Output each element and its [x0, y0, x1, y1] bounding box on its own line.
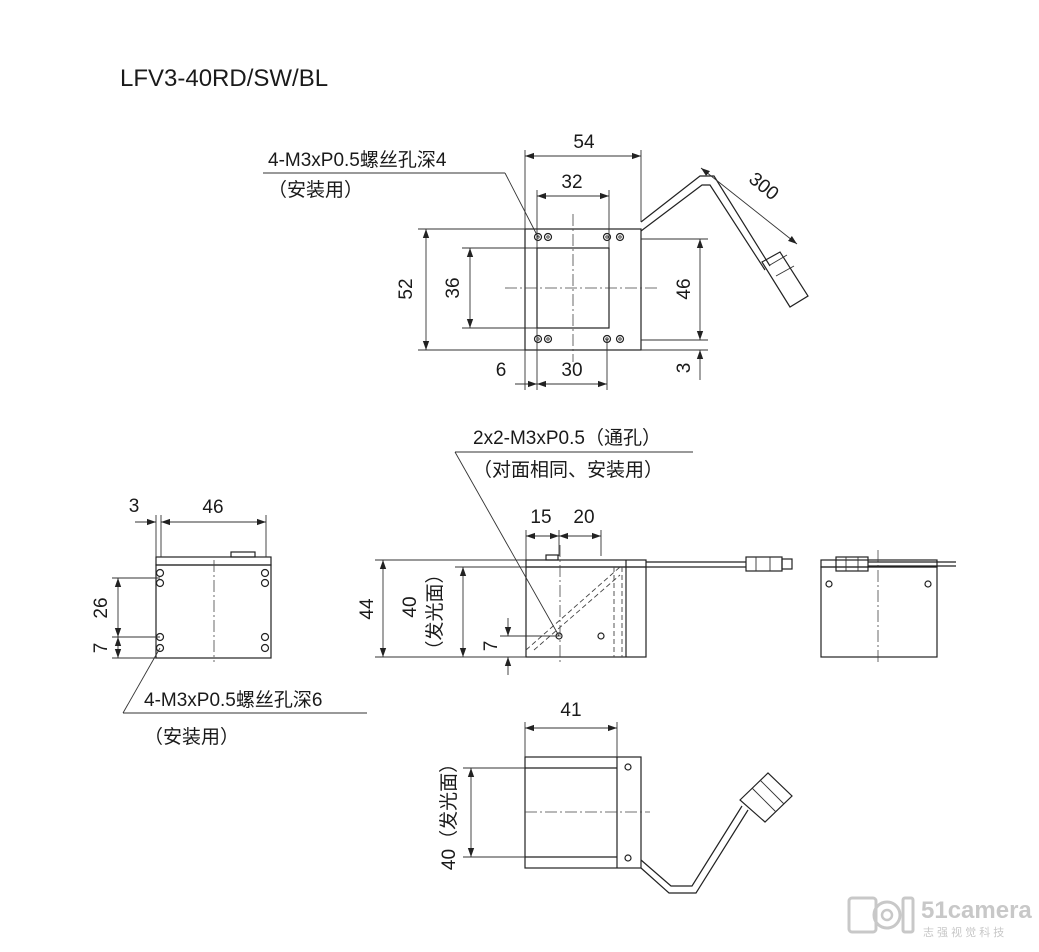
- bottom-view-body: [524, 756, 642, 869]
- front-view-body: [525, 566, 647, 658]
- left-dim-26: 26: [91, 597, 112, 618]
- top-dim-width: 54: [573, 132, 595, 153]
- top-view-screw-holes: [533, 232, 625, 344]
- left-note-purpose: （安装用）: [144, 726, 239, 748]
- watermark: 51camera 志 强 视 觉 科 技: [847, 896, 1032, 939]
- top-view-cable: [640, 175, 809, 308]
- left-dim-top-offset: 3: [129, 496, 140, 517]
- left-view-screw-holes: [155, 568, 270, 653]
- top-dim-right: 46: [674, 278, 695, 299]
- front-view-holes: [555, 632, 605, 640]
- top-dim-bottom-width: 30: [561, 360, 582, 381]
- right-view-connector: [835, 556, 869, 572]
- top-view-body: [524, 228, 642, 351]
- left-view-top-plate: [155, 556, 272, 566]
- front-view-top-plate: [525, 559, 647, 568]
- left-dim-7: 7: [91, 643, 112, 654]
- front-view: 15 20 44 40 （发光面） 7 2x2-M3xP0.5（通孔） （对面相…: [357, 427, 793, 675]
- front-note-thread: 2x2-M3xP0.5（通孔）: [473, 427, 661, 449]
- front-dim-20: 20: [573, 507, 594, 528]
- bottom-label-40-emit: 40（发光面）: [438, 754, 460, 870]
- bottom-dim-41: 41: [560, 700, 581, 721]
- front-dim-44: 44: [357, 598, 378, 620]
- left-note-thread: 4-M3xP0.5螺丝孔深6: [144, 689, 322, 711]
- front-dim-7: 7: [481, 641, 502, 652]
- top-dim-cable: 300: [745, 169, 783, 205]
- front-dim-40: 40: [400, 596, 421, 617]
- left-view-body: [155, 564, 272, 659]
- front-view-cable: [646, 556, 793, 572]
- camera-logo-icon: [847, 896, 915, 934]
- bottom-view-cable: [640, 772, 793, 894]
- watermark-tagline: 志 强 视 觉 科 技: [923, 925, 1004, 939]
- left-view: 3 46 26 7 4-M3xP0.5螺丝孔深6 （安装用）: [91, 496, 367, 748]
- top-dim-bottom-offset: 3: [674, 363, 695, 374]
- right-view-body: [820, 566, 938, 658]
- drawing-title: LFV3-40RD/SW/BL: [120, 65, 328, 92]
- top-view: 54 32 300 52 36 46 3 6 30 4-M3xP0.5螺丝孔深4: [263, 132, 809, 390]
- front-note-purpose: （对面相同、安装用）: [473, 459, 663, 481]
- watermark-brand: 51camera: [921, 897, 1032, 924]
- top-note-thread: 4-M3xP0.5螺丝孔深4: [268, 149, 447, 171]
- top-note-purpose: （安装用）: [268, 179, 363, 201]
- top-dim-inner-height: 36: [443, 277, 464, 298]
- right-view: [820, 550, 956, 662]
- left-dim-width: 46: [202, 497, 223, 518]
- top-dim-height: 52: [396, 278, 417, 299]
- front-label-emit: （发光面）: [424, 564, 446, 659]
- bottom-view: 41 40（发光面）: [438, 700, 793, 894]
- front-dim-15: 15: [530, 507, 551, 528]
- top-dim-left-offset: 6: [496, 360, 507, 381]
- top-dim-inner-width: 32: [561, 172, 582, 193]
